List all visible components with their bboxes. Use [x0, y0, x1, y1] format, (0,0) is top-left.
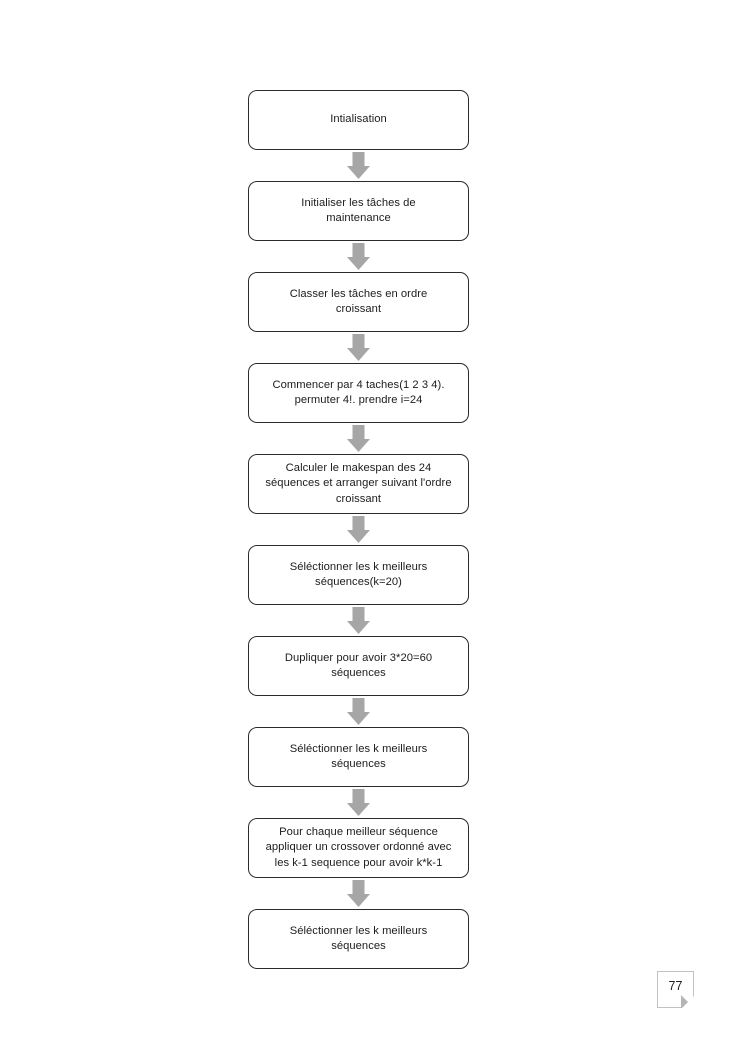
flowchart-node-9[interactable]: Pour chaque meilleur séquence appliquer … [248, 818, 469, 878]
flowchart-node-8[interactable]: Séléctionner les k meilleurs séquences [248, 727, 469, 787]
flowchart-node-2[interactable]: Initialiser les tâches de maintenance [248, 181, 469, 241]
flowchart-node-10[interactable]: Séléctionner les k meilleurs séquences [248, 909, 469, 969]
down-arrow-icon [347, 698, 370, 725]
connector-6-to-7 [248, 605, 469, 636]
down-arrow-icon [347, 152, 370, 179]
node-label: Intialisation [330, 113, 387, 126]
page-sheet-icon: 77 [657, 971, 694, 1008]
connector-2-to-3 [248, 241, 469, 272]
down-arrow-icon [347, 607, 370, 634]
flowchart-node-5[interactable]: Calculer le makespan des 24 séquences et… [248, 454, 469, 514]
page-number-badge: 77 [657, 971, 695, 1009]
down-arrow-icon [347, 880, 370, 907]
node-label: Pour chaque meilleur séquence appliquer … [265, 825, 452, 869]
down-arrow-icon [347, 516, 370, 543]
flowchart-node-3[interactable]: Classer les tâches en ordre croissant [248, 272, 469, 332]
node-label: Calculer le makespan des 24 séquences et… [265, 461, 452, 505]
node-label: Commencer par 4 taches(1 2 3 4). permute… [272, 378, 445, 407]
flowchart-node-1[interactable]: Intialisation [248, 90, 469, 150]
connector-9-to-10 [248, 878, 469, 909]
flowchart: Intialisation Initialiser les tâches de … [248, 90, 469, 969]
connector-4-to-5 [248, 423, 469, 454]
connector-5-to-6 [248, 514, 469, 545]
node-label: Dupliquer pour avoir 3*20=60 séquences [284, 651, 433, 680]
node-label: Séléctionner les k meilleurs séquences [289, 742, 428, 771]
down-arrow-icon [347, 243, 370, 270]
page-curl-cover [681, 995, 695, 1009]
connector-7-to-8 [248, 696, 469, 727]
node-label: Classer les tâches en ordre croissant [289, 287, 428, 316]
flowchart-node-7[interactable]: Dupliquer pour avoir 3*20=60 séquences [248, 636, 469, 696]
flowchart-node-6[interactable]: Séléctionner les k meilleurs séquences(k… [248, 545, 469, 605]
down-arrow-icon [347, 425, 370, 452]
node-label: Initialiser les tâches de maintenance [301, 196, 416, 225]
connector-1-to-2 [248, 150, 469, 181]
connector-3-to-4 [248, 332, 469, 363]
page-number-text: 77 [668, 979, 683, 994]
connector-8-to-9 [248, 787, 469, 818]
node-label: Séléctionner les k meilleurs séquences(k… [289, 560, 428, 589]
down-arrow-icon [347, 334, 370, 361]
down-arrow-icon [347, 789, 370, 816]
flowchart-node-4[interactable]: Commencer par 4 taches(1 2 3 4). permute… [248, 363, 469, 423]
node-label: Séléctionner les k meilleurs séquences [289, 924, 428, 953]
